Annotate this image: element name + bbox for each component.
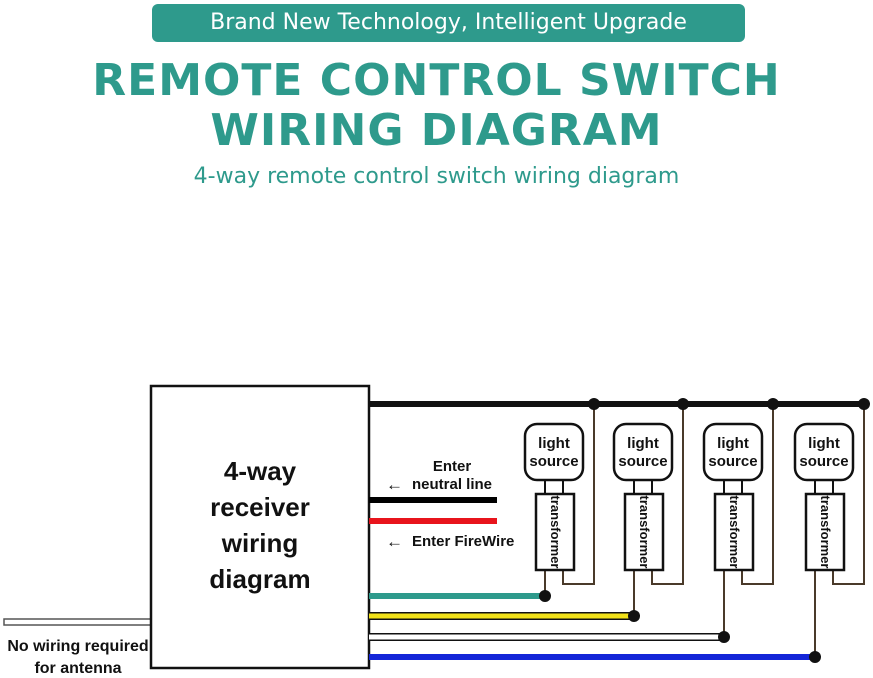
header-banner: Brand New Technology, Intelligent Upgrad… <box>152 4 745 42</box>
receiver-box <box>149 384 371 670</box>
wire-junction-dot-4 <box>809 651 821 663</box>
bus-junction-dot-2 <box>677 398 689 410</box>
light-source-sublabel-1: source <box>529 453 578 470</box>
receiver-label-2: receiver <box>210 492 310 522</box>
wire-junction-dot-3 <box>718 631 730 643</box>
light-source-sublabel-4: source <box>799 453 848 470</box>
light-source-label-3: light <box>717 435 749 452</box>
fire-label: Enter FireWire <box>412 533 514 550</box>
transformer-1 <box>534 492 576 572</box>
light-source-1 <box>523 422 585 482</box>
title-line-1: REMOTE CONTROL SWITCH <box>92 55 781 106</box>
bus-junction-dot-4 <box>858 398 870 410</box>
receiver-label-4: diagram <box>209 564 310 594</box>
neutral-label-2: neutral line <box>412 476 492 493</box>
load-4-return-wire <box>832 404 865 585</box>
light-source-label-2: light <box>627 435 659 452</box>
transformer-label-1: transformer <box>548 496 563 569</box>
neutral-arrow-icon: ← <box>386 475 403 494</box>
wire-junction-dot-1 <box>539 590 551 602</box>
light-source-2 <box>612 422 674 482</box>
light-source-sublabel-2: source <box>618 453 667 470</box>
title-line-2: WIRING DIAGRAM <box>210 105 663 156</box>
transformer-2 <box>623 492 665 572</box>
transformer-4 <box>804 492 846 572</box>
neutral-label-1: Enter <box>433 458 472 475</box>
page-title: REMOTE CONTROL SWITCH WIRING DIAGRAM <box>0 56 873 156</box>
wire-junction-dot-2 <box>628 610 640 622</box>
bus-junction-dot-3 <box>767 398 779 410</box>
light-source-3 <box>702 422 764 482</box>
receiver-label-1: 4-way <box>224 456 297 486</box>
light-source-label-1: light <box>538 435 570 452</box>
load-2-return-wire <box>651 404 684 585</box>
light-source-label-4: light <box>808 435 840 452</box>
transformer-label-4: transformer <box>818 496 833 569</box>
load-3-return-wire <box>741 404 774 585</box>
antenna-wire <box>3 618 153 626</box>
transformer-label-2: transformer <box>637 496 652 569</box>
antenna-label-1: No wiring required <box>7 638 148 655</box>
transformer-3 <box>713 492 755 572</box>
fire-arrow-icon: ← <box>386 532 403 551</box>
load-1-return-wire <box>562 404 595 585</box>
light-source-sublabel-3: source <box>708 453 757 470</box>
receiver-label-3: wiring <box>221 528 299 558</box>
transformer-label-3: transformer <box>727 496 742 569</box>
light-source-4 <box>793 422 855 482</box>
antenna-label-2: for antenna <box>34 660 121 677</box>
bus-junction-dot-1 <box>588 398 600 410</box>
page-subtitle: 4-way remote control switch wiring diagr… <box>193 164 680 189</box>
